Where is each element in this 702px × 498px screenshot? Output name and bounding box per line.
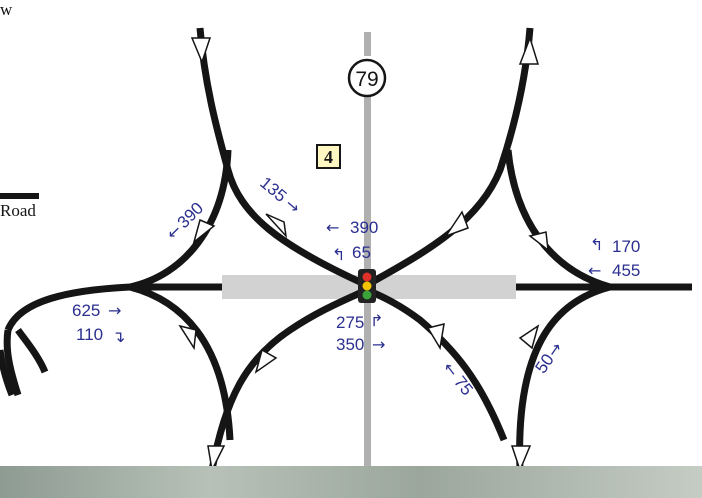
route-shield-label: 79 <box>355 68 378 91</box>
lane-arrow <box>518 35 540 65</box>
volume-label: ↰ 65 <box>332 243 371 264</box>
ramp-sw-inner <box>129 283 234 441</box>
lane-arrow <box>426 322 445 351</box>
zone-box-label: 4 <box>324 147 333 167</box>
volume-label: 625 → <box>72 301 121 320</box>
volume-label: ↰ 170 <box>590 235 640 256</box>
ramp-west-approach <box>3 329 22 397</box>
volume-value: 390 <box>350 218 378 237</box>
svg-text:↰: ↰ <box>332 245 345 264</box>
svg-text:↰: ↰ <box>590 235 603 254</box>
lane-arrow <box>190 37 212 65</box>
volume-label: 350 → <box>336 335 385 354</box>
volume-value: 170 <box>612 237 640 256</box>
vertical-highway <box>364 32 371 56</box>
corner-text: w <box>0 0 13 19</box>
lane-arrow <box>518 324 540 350</box>
svg-text:↱: ↱ <box>370 311 383 330</box>
lane-arrow <box>510 445 532 473</box>
lane-arrow <box>207 445 226 473</box>
lane-arrow <box>178 324 197 351</box>
volume-label: 135 → <box>256 173 304 217</box>
volume-label: 110 ↴ <box>76 325 125 346</box>
volume-value: 455 <box>612 261 640 280</box>
ramp-west-approach <box>4 283 131 332</box>
lane-arrow <box>265 213 288 239</box>
volume-label: 275 ↱ <box>336 311 383 332</box>
volume-label: ← 75 <box>439 358 477 399</box>
ramp-ne-outer <box>370 27 534 286</box>
volume-value: 625 <box>72 301 100 320</box>
ramp-sw-outer <box>208 288 364 471</box>
volume-value: 350 <box>336 335 364 354</box>
svg-text:↴: ↴ <box>112 327 125 346</box>
lane-arrow <box>192 218 216 245</box>
route-shield: 79 <box>347 58 387 98</box>
svg-text:←: ← <box>326 218 339 237</box>
volume-value: 135 <box>256 173 290 206</box>
vertical-highway <box>364 302 371 484</box>
svg-text:→: → <box>282 194 304 217</box>
lane-arrow <box>444 210 469 238</box>
svg-text:→: → <box>372 335 385 354</box>
vertical-highway <box>364 96 371 272</box>
zone-box: 4 <box>316 144 341 169</box>
volume-value: 275 <box>336 313 364 332</box>
map-imagery-strip <box>0 466 702 498</box>
lane-arrow <box>528 231 549 252</box>
ramp-west-approach <box>15 327 49 374</box>
volume-label: ← 390 <box>326 218 378 237</box>
volume-value: 110 <box>76 325 103 344</box>
road-label: Road <box>0 201 36 220</box>
volume-label: ← 455 <box>588 261 640 280</box>
ramp-west-approach <box>0 349 16 397</box>
svg-text:→: → <box>108 301 121 320</box>
ramp-se-outer <box>370 288 508 442</box>
lane-arrow <box>254 348 278 374</box>
ramp-nw-inner <box>129 149 232 291</box>
ramp-se-inner <box>516 283 611 471</box>
side-road <box>0 193 39 199</box>
volume-value: 65 <box>352 243 371 262</box>
svg-text:←: ← <box>588 261 601 280</box>
traffic-signal-icon <box>358 269 376 303</box>
